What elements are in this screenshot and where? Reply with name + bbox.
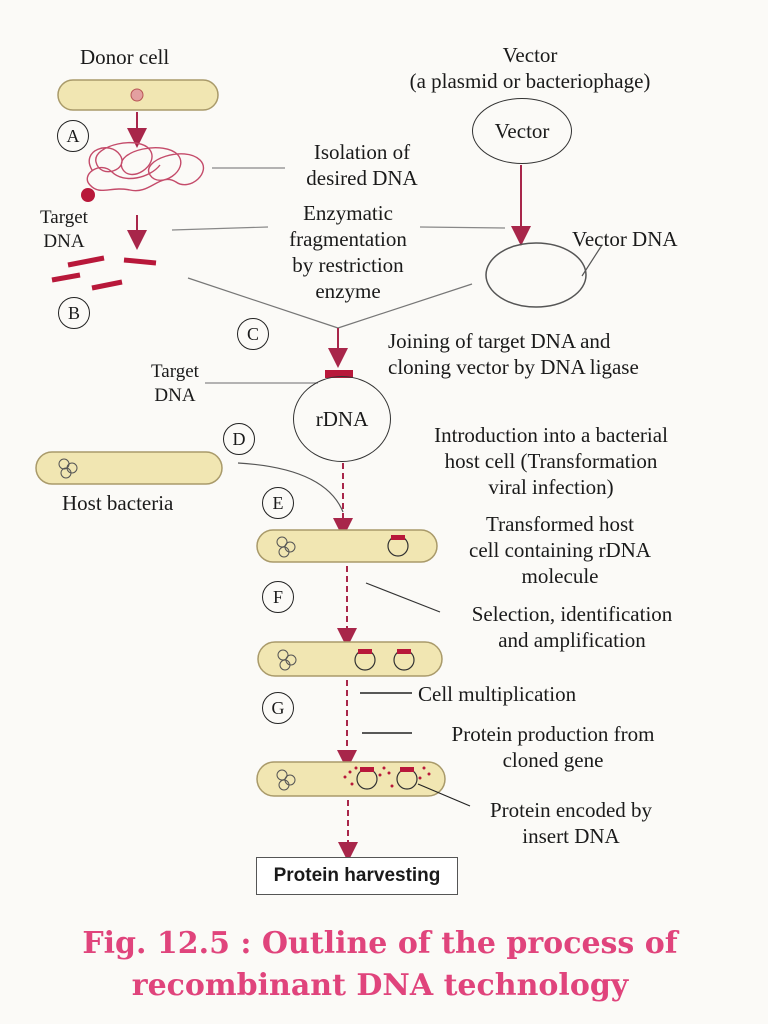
encoded-line2: insert DNA <box>522 824 620 848</box>
target-dna-label-2: Target DNA <box>140 360 210 408</box>
donor-cell-label: Donor cell <box>80 45 170 69</box>
production-line2: cloned gene <box>502 748 604 772</box>
isolation-line2: desired DNA <box>306 166 418 190</box>
protein-cell-chromosome <box>276 769 296 791</box>
dna-fragment <box>123 257 157 266</box>
figure-caption-line1: Fig. 12.5 : Outline of the process of <box>82 926 678 961</box>
converge-right <box>337 283 473 329</box>
transformed-line2: cell containing rDNA <box>469 538 651 562</box>
introduction-line2: host cell (Transformation <box>444 449 658 473</box>
dna-fragment <box>51 272 81 283</box>
target-dna-2-line1: Target <box>151 361 199 382</box>
vector-dna-pointer <box>581 244 603 277</box>
step-b-marker: B <box>58 297 90 329</box>
transformed-line3: molecule <box>521 564 599 588</box>
step-e-marker: E <box>262 487 294 519</box>
multiplication-label: Cell multiplication <box>418 682 577 706</box>
protein-cell <box>256 761 446 797</box>
rdna-circle: rDNA <box>293 376 391 462</box>
enzymatic-line3: by restriction <box>292 253 404 277</box>
introduction-line3: viral infection) <box>488 475 614 499</box>
figure-caption-line2: recombinant DNA technology <box>131 968 629 1003</box>
target-dna-label-1: Target DNA <box>40 206 88 254</box>
vector-title-line1: Vector <box>502 43 558 67</box>
production-line1: Protein production from <box>451 722 655 746</box>
transformed-label: Transformed host cell containing rDNA mo… <box>450 511 670 589</box>
protein-dots <box>343 766 431 788</box>
isolation-line1: Isolation of <box>313 140 411 164</box>
transformed-chromosome <box>276 536 296 558</box>
amplified-chromosome <box>277 649 297 671</box>
host-bacteria-label: Host bacteria <box>62 491 174 515</box>
rdna-insert <box>325 370 353 378</box>
enzymatic-line1: Enzymatic <box>303 201 393 225</box>
converge-left <box>187 277 339 329</box>
protein-harvesting-box: Protein harvesting <box>256 857 458 895</box>
vector-dna-circle <box>485 242 587 308</box>
target-dna-1-line2: DNA <box>43 231 85 252</box>
encoded-line1: Protein encoded by <box>489 798 653 822</box>
target-dna-blob <box>81 188 95 202</box>
enzymatic-label: Enzymatic fragmentation by restriction e… <box>268 200 428 304</box>
target-dna-1-line1: Target <box>40 207 88 228</box>
vector-dna-label: Vector DNA <box>572 227 678 251</box>
selection-line1: Selection, identification <box>471 602 673 626</box>
step-f-marker: F <box>262 581 294 613</box>
isolation-label: Isolation of desired DNA <box>292 139 432 191</box>
vector-title-line2: (a plasmid or bacteriophage) <box>409 69 651 93</box>
step-d-marker: D <box>223 423 255 455</box>
amplified-cell <box>257 641 443 677</box>
introduction-label: Introduction into a bacterial host cell … <box>396 422 706 500</box>
protein-production-label: Protein production from cloned gene <box>418 721 688 773</box>
selection-pointer <box>365 582 441 613</box>
joining-line2: cloning vector by DNA ligase <box>388 355 639 379</box>
introduction-line1: Introduction into a bacterial <box>434 423 668 447</box>
amplified-insert-2 <box>397 649 411 654</box>
enzymatic-line4: enzyme <box>315 279 381 303</box>
enzymatic-pointer-right <box>419 226 506 229</box>
step-c-marker: C <box>237 318 269 350</box>
step-g-marker: G <box>262 692 294 724</box>
host-chromosome <box>58 458 78 479</box>
target-dna-2-line2: DNA <box>154 385 196 406</box>
protein-encoded-label: Protein encoded by insert DNA <box>464 797 678 849</box>
transformed-plasmid-insert <box>391 535 405 540</box>
protein-encoded-pointer <box>417 783 471 807</box>
donor-dna-tangle <box>86 142 204 192</box>
enzymatic-line2: fragmentation <box>289 227 407 251</box>
vector-circle: Vector <box>472 98 572 164</box>
selection-label: Selection, identification and amplificat… <box>440 601 704 653</box>
donor-nucleus <box>130 88 144 102</box>
host-bacteria-cell <box>35 451 223 485</box>
selection-line2: and amplification <box>498 628 646 652</box>
protein-insert-2 <box>400 767 414 772</box>
vector-title: Vector (a plasmid or bacteriophage) <box>375 42 685 94</box>
enzymatic-pointer <box>171 226 269 231</box>
step-a-marker: A <box>57 120 89 152</box>
joining-line1: Joining of target DNA and <box>388 329 611 353</box>
dna-fragment <box>91 279 123 291</box>
protein-insert-1 <box>360 767 374 772</box>
joining-label: Joining of target DNA and cloning vector… <box>388 328 698 380</box>
transformed-line1: Transformed host <box>486 512 634 536</box>
transformation-pointer <box>237 462 344 513</box>
dna-fragment <box>67 255 105 268</box>
amplified-insert-1 <box>358 649 372 654</box>
